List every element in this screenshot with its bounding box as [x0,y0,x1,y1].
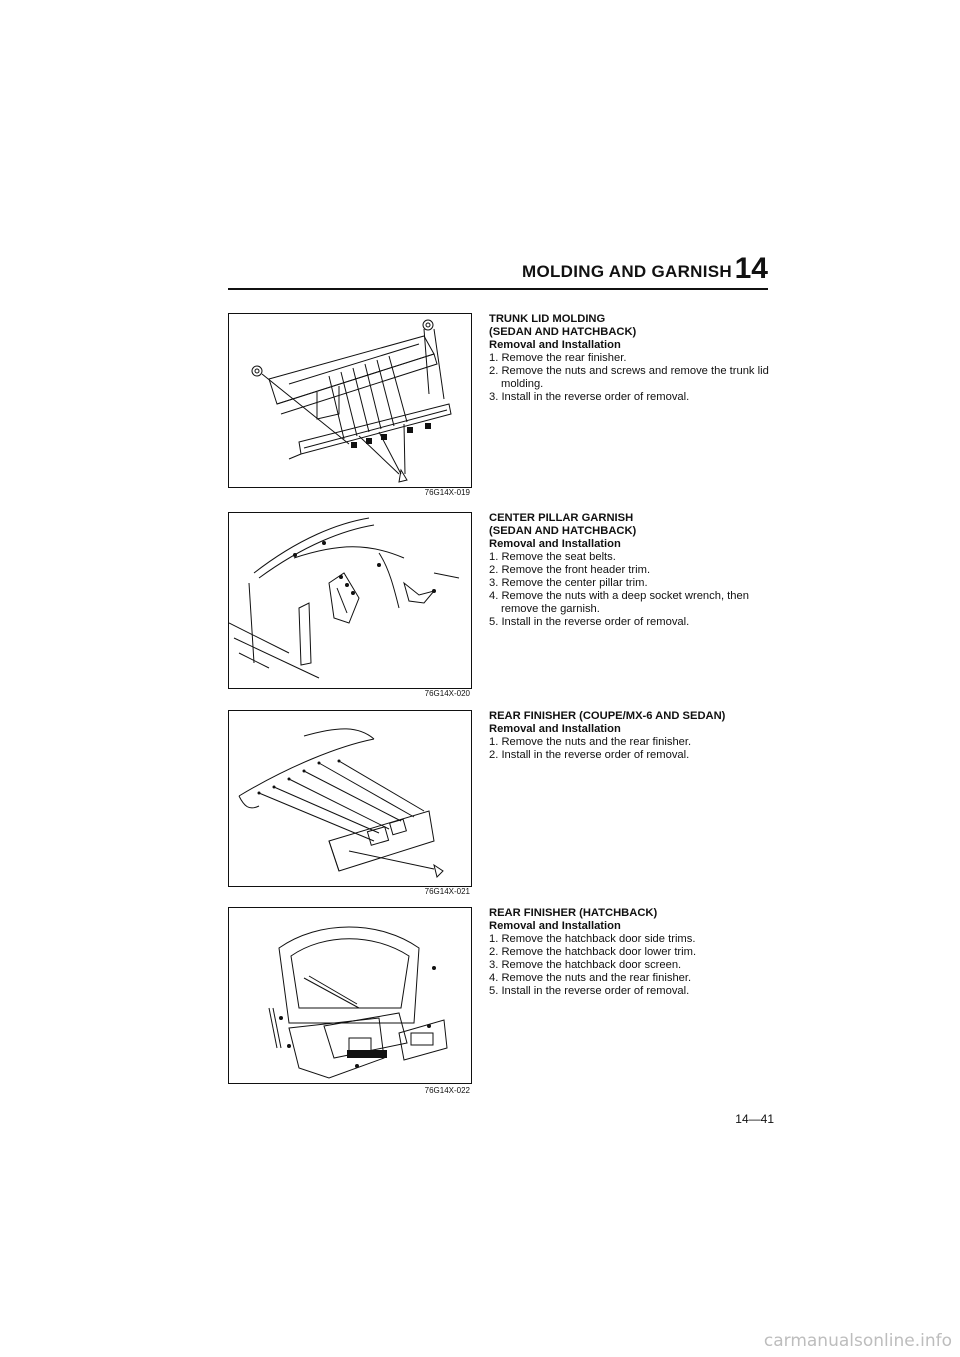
rear-finisher-hatchback-illustration [268,926,448,1079]
figure-center-pillar-garnish [228,512,472,689]
section-title: CENTER PILLAR GARNISH [489,512,634,524]
step-item: 4. Remove the nuts and the rear finisher… [489,972,692,984]
page-header: MOLDING AND GARNISH 14 [228,252,768,290]
trunk-lid-molding-illustration [251,319,452,483]
rear-finisher-coupe-sedan-illustration [238,728,444,878]
figure-code: 76G14X-022 [424,1086,470,1095]
header-rule [228,288,768,290]
figure-rear-finisher-coupe-sedan [228,710,472,887]
chapter-number: 14 [734,252,768,285]
step-item: 4. Remove the nuts with a deep socket wr… [489,590,749,615]
center-pillar-garnish-illustration [229,517,460,679]
section-trunk-lid-molding: TRUNK LID MOLDING (SEDAN AND HATCHBACK) … [489,313,779,404]
step-item: 2. Remove the nuts and screws and remove… [489,365,769,390]
watermark: carmanualsonline.info [763,1331,952,1351]
section-heading: Removal and Installation [489,339,621,351]
step-item: 3. Remove the hatchback door screen. [489,959,682,971]
section-center-pillar-garnish: CENTER PILLAR GARNISH (SEDAN AND HATCHBA… [489,512,779,629]
step-item: 3. Remove the center pillar trim. [489,577,648,589]
section-subtitle: (SEDAN AND HATCHBACK) [489,326,637,338]
step-item: 2. Remove the front header trim. [489,564,651,576]
section-rear-finisher-coupe-sedan: REAR FINISHER (COUPE/MX-6 AND SEDAN) Rem… [489,710,779,762]
section-title: REAR FINISHER (HATCHBACK) [489,907,658,919]
section-heading: Removal and Installation [489,538,621,550]
figure-trunk-lid-molding [228,313,472,488]
page-number: 14—41 [735,1112,774,1126]
section-subtitle: (SEDAN AND HATCHBACK) [489,525,637,537]
header-title: MOLDING AND GARNISH [521,262,732,281]
section-rear-finisher-hatchback: REAR FINISHER (HATCHBACK) Removal and In… [489,907,779,998]
steps-list: 1. Remove the rear finisher. 2. Remove t… [489,352,779,404]
step-item: 1. Remove the nuts and the rear finisher… [489,736,692,748]
step-item: 1. Remove the hatchback door side trims. [489,933,696,945]
step-item: 1. Remove the rear finisher. [489,352,627,364]
step-item: 5. Install in the reverse order of remov… [489,985,690,997]
step-item: 1. Remove the seat belts. [489,551,616,563]
section-title: TRUNK LID MOLDING [489,313,606,325]
step-item: 2. Remove the hatchback door lower trim. [489,946,697,958]
section-heading: Removal and Installation [489,920,621,932]
section-title: REAR FINISHER (COUPE/MX-6 AND SEDAN) [489,710,726,722]
section-heading: Removal and Installation [489,723,621,735]
step-item: 3. Install in the reverse order of remov… [489,391,690,403]
figure-code: 76G14X-020 [424,689,470,698]
step-item: 5. Install in the reverse order of remov… [489,616,690,628]
figure-code: 76G14X-019 [424,488,470,497]
step-item: 2. Install in the reverse order of remov… [489,749,690,761]
steps-list: 1. Remove the hatchback door side trims.… [489,933,779,998]
figure-code: 76G14X-021 [424,887,470,896]
figure-rear-finisher-hatchback [228,907,472,1084]
steps-list: 1. Remove the nuts and the rear finisher… [489,736,779,762]
steps-list: 1. Remove the seat belts. 2. Remove the … [489,551,779,629]
